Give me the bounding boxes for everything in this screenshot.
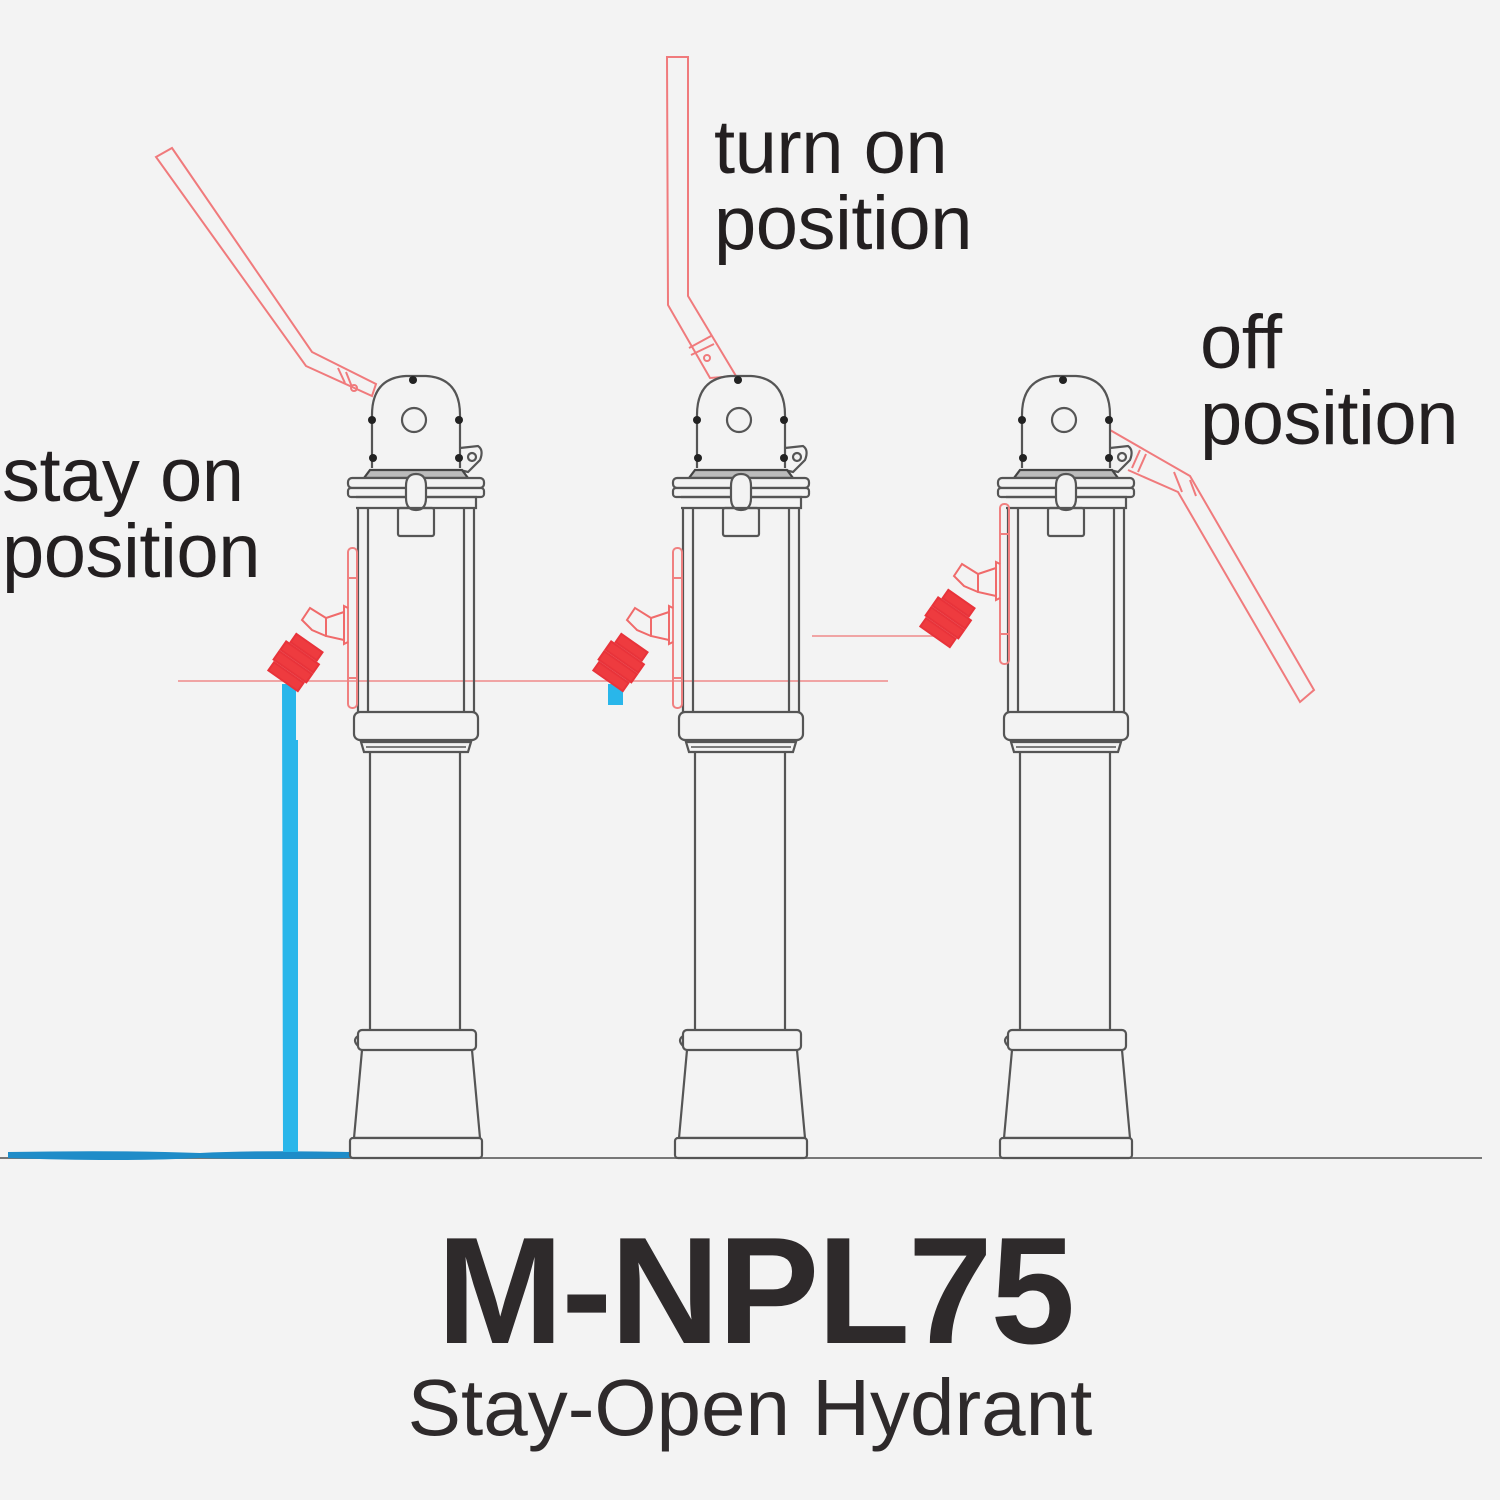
label-off-position: off position: [1200, 305, 1458, 457]
label-off-line2: position: [1200, 376, 1458, 461]
hydrant-off: [917, 374, 1316, 1160]
hydrant-turn-on: [590, 56, 811, 1160]
label-stay-on-line2: position: [2, 509, 260, 594]
label-turn-on-position: turn on position: [714, 110, 972, 262]
product-title: M-NPL75: [436, 1206, 1075, 1376]
label-turn-on-line1: turn on: [714, 105, 948, 190]
water-stream: [282, 684, 298, 1152]
label-stay-on-position: stay on position: [2, 438, 260, 590]
water-puddle: [8, 1151, 350, 1160]
product-subtitle: Stay-Open Hydrant: [407, 1363, 1093, 1452]
handle-stay-on: [154, 146, 378, 398]
label-off-line1: off: [1200, 300, 1282, 385]
handle-off: [1109, 429, 1316, 704]
hydrant-stay-on: [154, 146, 486, 1160]
label-turn-on-line2: position: [714, 181, 972, 266]
label-stay-on-line1: stay on: [2, 433, 244, 518]
